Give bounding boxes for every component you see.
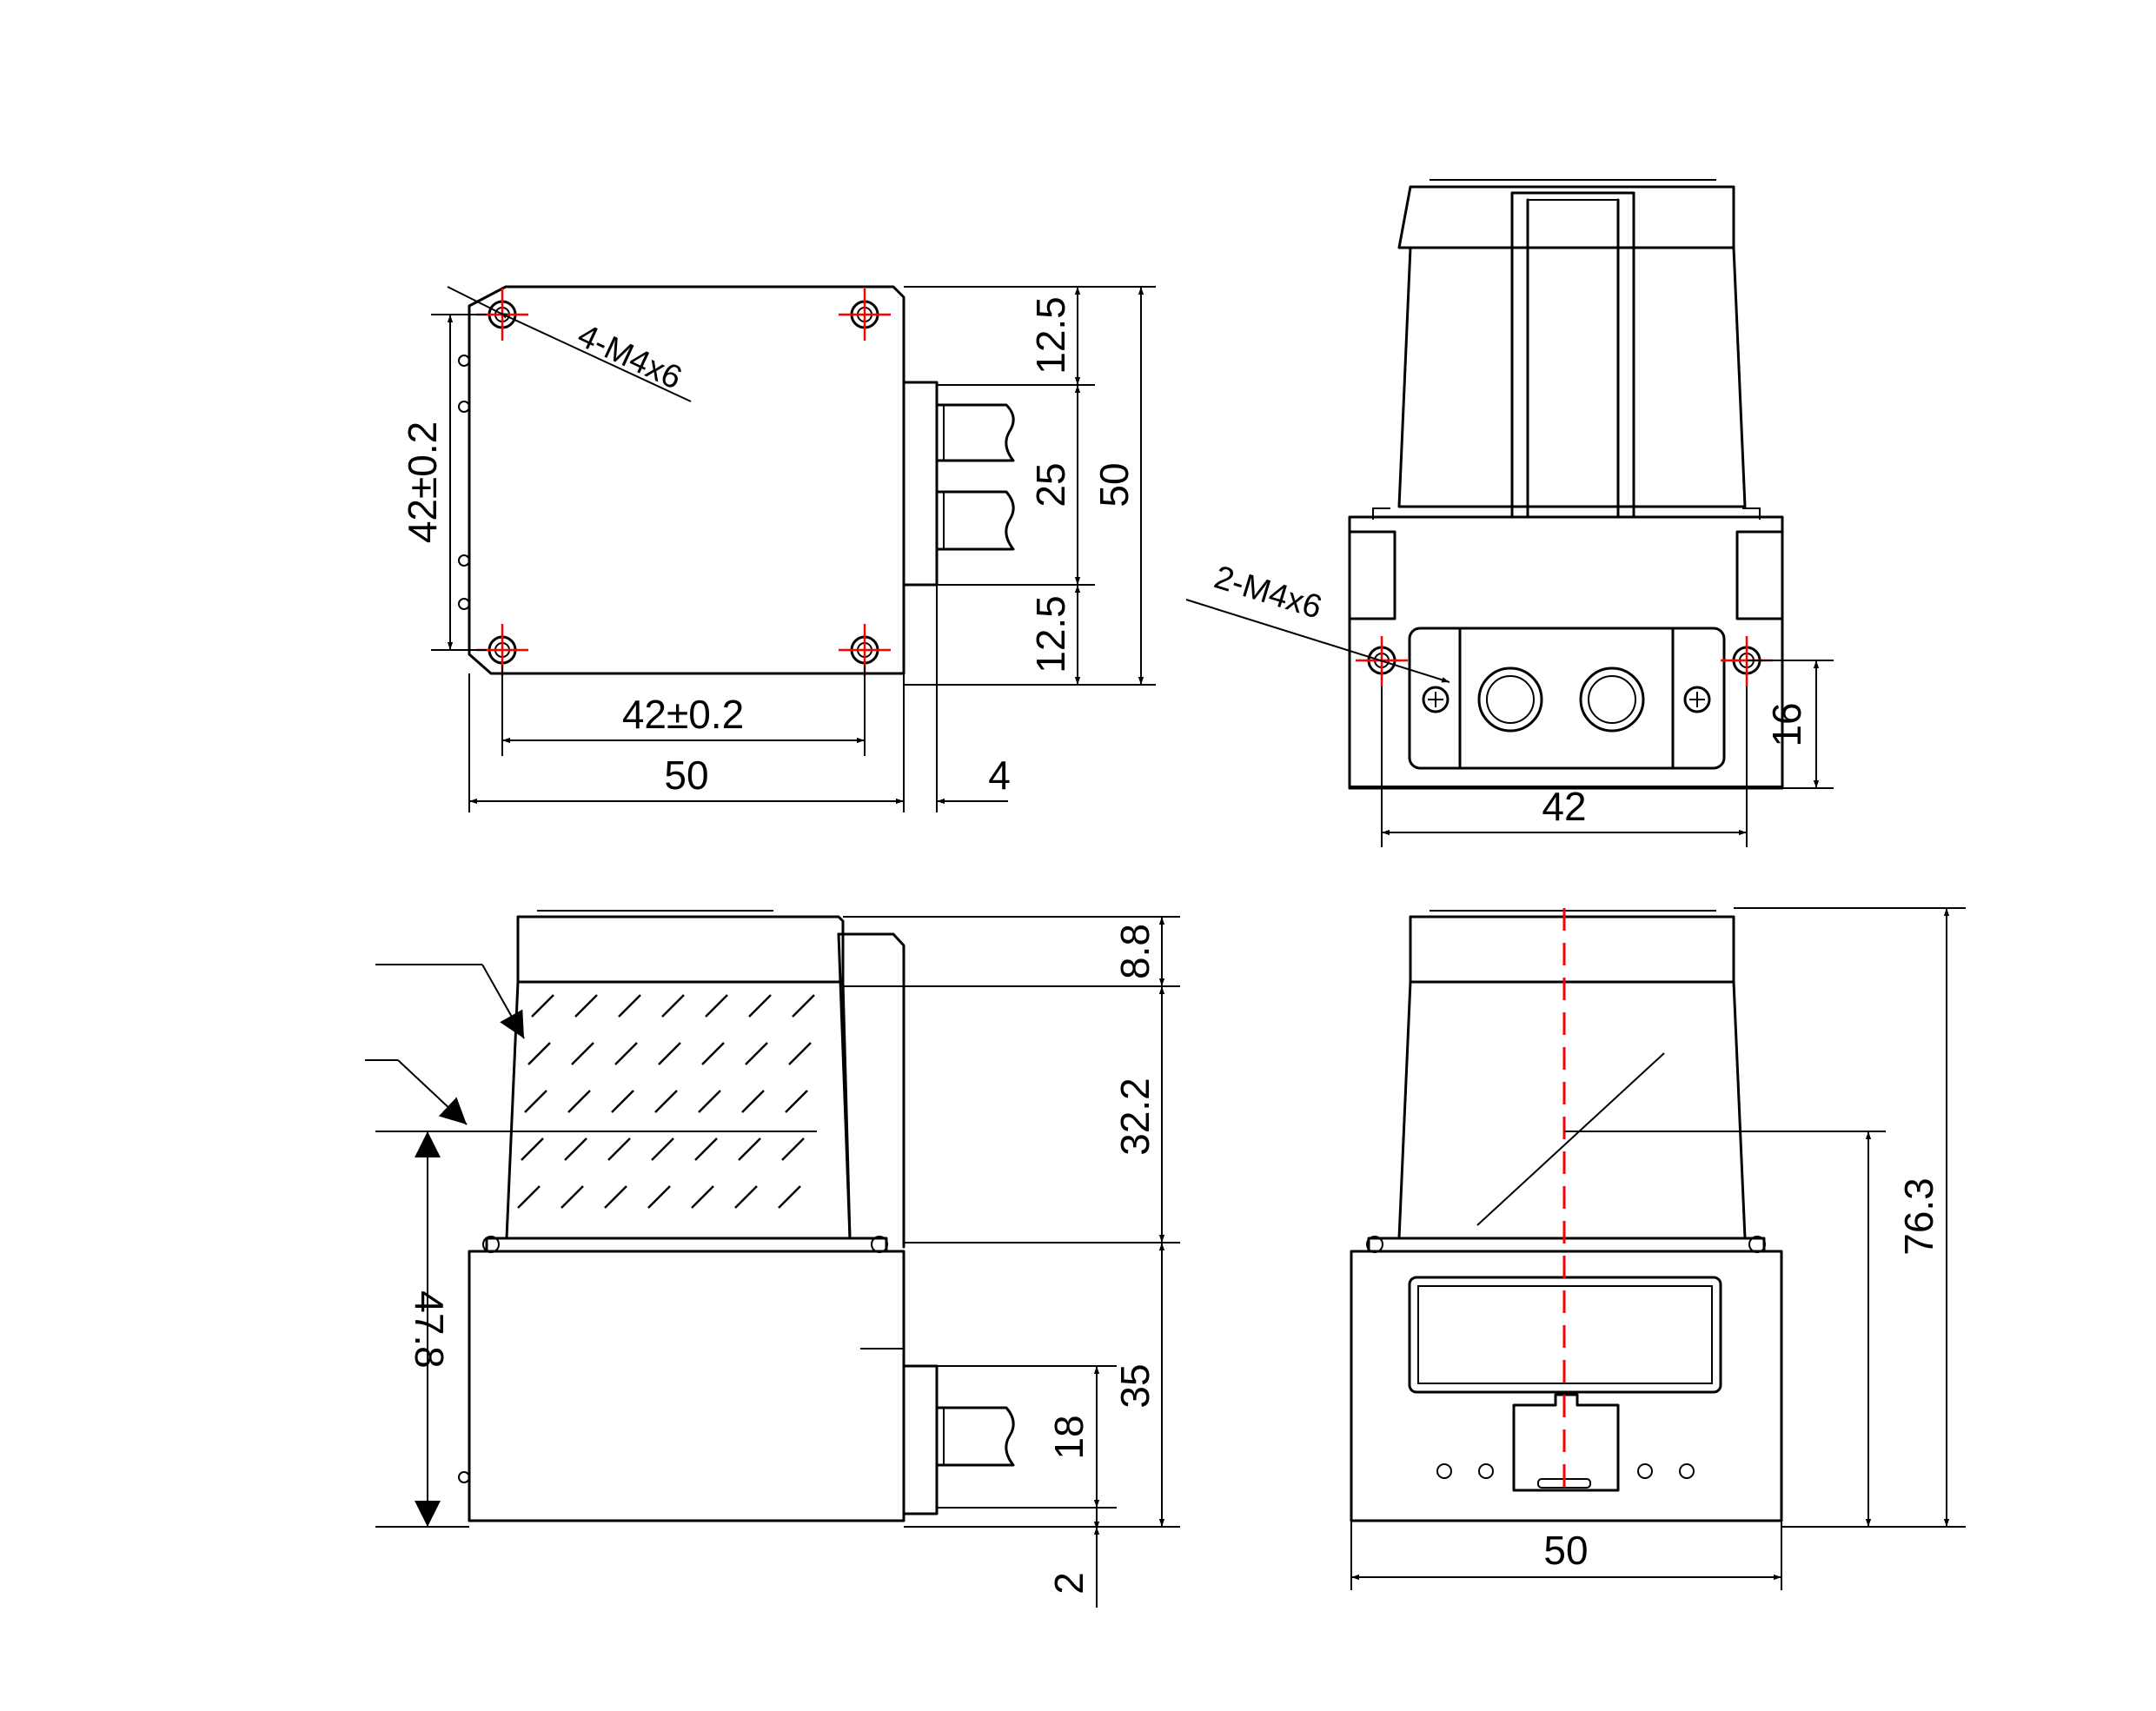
dim-width: 50 xyxy=(664,753,708,798)
dim-rear-hole-height: 16 xyxy=(1764,702,1809,746)
side-connector-block xyxy=(902,1364,939,1515)
dim-rear-hole-spacing: 42 xyxy=(1542,784,1586,829)
rear-holes-callout-label: 2-M4x6 xyxy=(1210,559,1325,626)
connector-plug-upper xyxy=(935,403,1015,462)
front-cap xyxy=(1409,915,1735,984)
window-hatching xyxy=(517,994,815,1209)
screw-icon xyxy=(1683,686,1711,713)
front-tab xyxy=(1512,1393,1620,1492)
side-bump xyxy=(458,355,470,367)
side-cap xyxy=(516,915,845,984)
rear-cap xyxy=(1397,185,1735,249)
mounting-hole xyxy=(839,288,891,341)
dim-hole-spacing-vertical: 42±0.2 xyxy=(400,421,445,543)
dim-cap: 8.8 xyxy=(1112,924,1158,979)
dim-connector-span: 25 xyxy=(1028,462,1073,507)
dim-connector-offset: 2 xyxy=(1046,1572,1091,1595)
dim-total-height: 76.3 xyxy=(1896,1177,1941,1256)
status-led xyxy=(1679,1463,1695,1479)
side-bump xyxy=(458,401,470,413)
mounting-hole xyxy=(476,624,528,676)
dim-bottom-offset: 12.5 xyxy=(1028,595,1073,673)
side-handle xyxy=(837,932,906,1249)
status-led xyxy=(1478,1463,1494,1479)
front-window xyxy=(1397,980,1747,1240)
side-base xyxy=(468,1250,906,1522)
rear-base xyxy=(1348,515,1784,790)
dim-front-width: 50 xyxy=(1543,1528,1588,1573)
dim-base: 35 xyxy=(1112,1363,1158,1408)
connector-socket xyxy=(1477,666,1543,733)
side-connector-plug xyxy=(935,1406,1015,1467)
status-led xyxy=(1436,1463,1452,1479)
front-base xyxy=(1350,1250,1783,1522)
side-bump xyxy=(458,554,470,567)
connector-block xyxy=(902,381,939,587)
screw-icon xyxy=(1422,686,1449,713)
top-view-body-outline xyxy=(468,285,906,675)
front-view: 76.3 50 xyxy=(1350,907,1966,1590)
dim-window: 32.2 xyxy=(1112,1078,1158,1156)
holes-callout-label: 4-M4x6 xyxy=(572,317,687,397)
dim-hole-spacing-horizontal: 42±0.2 xyxy=(622,692,744,737)
dim-optical-center: 47.8 xyxy=(407,1290,452,1369)
status-led xyxy=(1637,1463,1653,1479)
dim-connector: 18 xyxy=(1046,1415,1091,1459)
side-window xyxy=(505,980,852,1240)
connector-plate xyxy=(1408,627,1726,770)
dim-top-offset: 12.5 xyxy=(1028,296,1073,375)
side-view: 47.8 8.8 32.2 35 18 2 xyxy=(365,910,1180,1608)
rear-view: 2-M4x6 42 16 xyxy=(1185,179,1834,847)
dim-connector-depth: 4 xyxy=(988,753,1011,798)
dim-height: 50 xyxy=(1091,462,1137,507)
top-view: 4-M4x6 42±0.2 42±0.2 50 4 12.5 25 12.5 5… xyxy=(400,285,1156,812)
side-bump xyxy=(458,598,470,610)
connector-socket xyxy=(1579,666,1645,733)
rear-body xyxy=(1397,246,1747,508)
connector-plug-lower xyxy=(935,490,1015,551)
